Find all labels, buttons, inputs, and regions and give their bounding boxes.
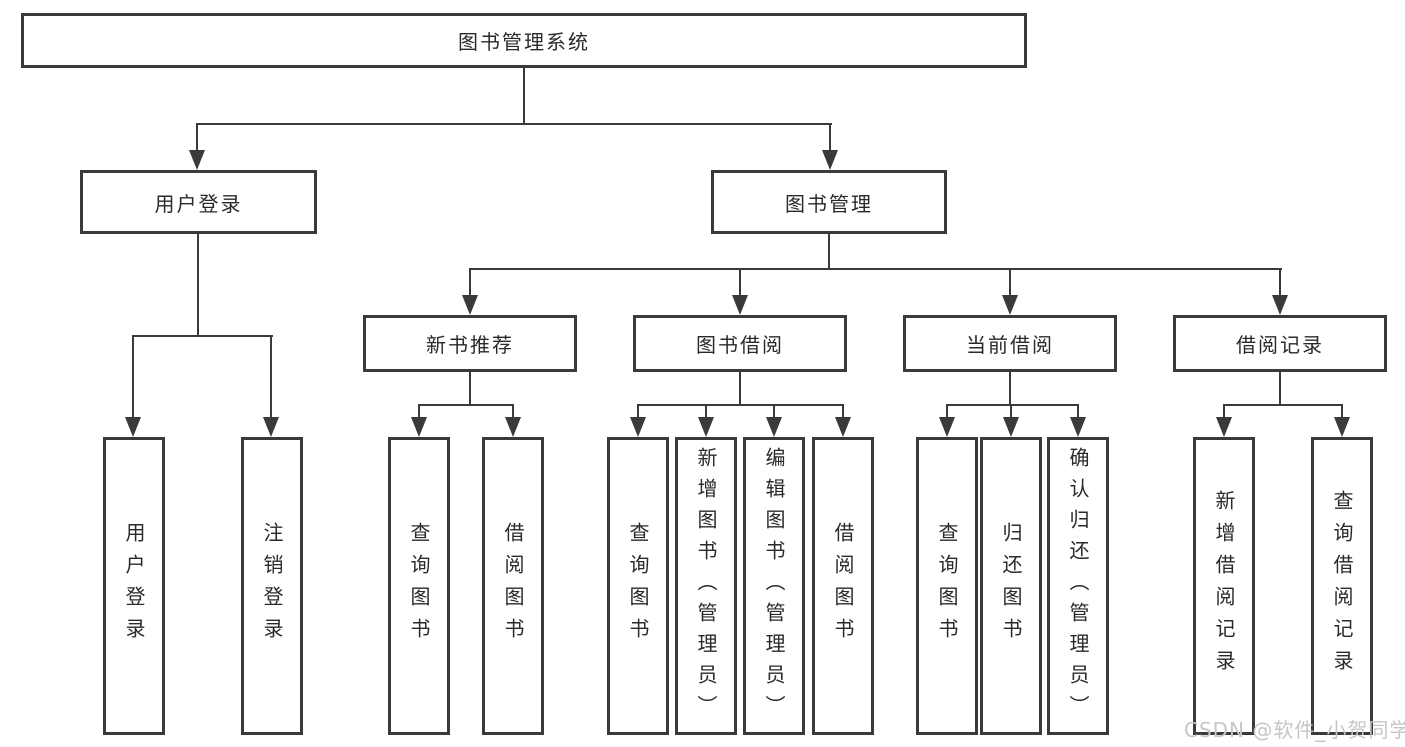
connector-line: [512, 404, 514, 419]
connector-line: [1223, 404, 1343, 406]
arrow-down-icon: [698, 417, 714, 437]
connector-line: [469, 268, 471, 297]
connector-line: [469, 268, 1282, 270]
node-current-borrow: 当前借阅: [903, 315, 1117, 372]
node-borrow-records-label: 借阅记录: [1236, 333, 1324, 357]
leaf-current-query-books-label: 查询图书: [935, 522, 959, 650]
arrow-down-icon: [1272, 295, 1288, 315]
watermark: CSDN @软件_小贺同学: [1184, 718, 1405, 742]
leaf-borrow-query-books: 查询图书: [607, 437, 669, 735]
connector-line: [946, 404, 1079, 406]
leaf-borrow-add-book-admin-label: 新增图书（管理员）: [694, 446, 718, 726]
connector-line: [196, 123, 832, 125]
arrow-down-icon: [822, 150, 838, 170]
leaf-borrow-add-book-admin: 新增图书（管理员）: [675, 437, 737, 735]
node-borrow-records: 借阅记录: [1173, 315, 1387, 372]
arrow-down-icon: [1002, 295, 1018, 315]
node-book-management-label: 图书管理: [785, 191, 873, 216]
connector-line: [637, 404, 639, 419]
node-root: 图书管理系统: [21, 13, 1027, 68]
leaf-current-return-book-label: 归还图书: [999, 522, 1023, 650]
arrow-down-icon: [1216, 417, 1232, 437]
connector-line: [705, 404, 707, 419]
arrow-down-icon: [462, 295, 478, 315]
arrow-down-icon: [1334, 417, 1350, 437]
connector-line: [739, 372, 741, 406]
node-new-book-recommend: 新书推荐: [363, 315, 577, 372]
leaf-user-login-label: 用户登录: [122, 522, 146, 650]
node-current-borrow-label: 当前借阅: [966, 333, 1054, 357]
leaf-borrow-borrow-books: 借阅图书: [812, 437, 874, 735]
leaf-borrow-borrow-books-label: 借阅图书: [831, 522, 855, 650]
leaf-current-return-book: 归还图书: [980, 437, 1042, 735]
node-book-management: 图书管理: [711, 170, 947, 234]
leaf-records-add-record: 新增借阅记录: [1193, 437, 1255, 735]
connector-line: [270, 335, 272, 419]
connector-line: [1010, 404, 1012, 419]
leaf-recommend-borrow-books: 借阅图书: [482, 437, 544, 735]
leaf-current-confirm-return-admin: 确认归还（管理员）: [1047, 437, 1109, 735]
connector-line: [418, 404, 514, 406]
leaf-records-query-record-label: 查询借阅记录: [1330, 490, 1354, 682]
leaf-user-login: 用户登录: [103, 437, 165, 735]
arrow-down-icon: [1003, 417, 1019, 437]
arrow-down-icon: [732, 295, 748, 315]
leaf-logout: 注销登录: [241, 437, 303, 735]
connector-line: [1279, 268, 1281, 297]
leaf-recommend-query-books-label: 查询图书: [407, 522, 431, 650]
leaf-records-add-record-label: 新增借阅记录: [1212, 490, 1236, 682]
leaf-borrow-query-books-label: 查询图书: [626, 522, 650, 650]
arrow-down-icon: [125, 417, 141, 437]
arrow-down-icon: [766, 417, 782, 437]
leaf-current-confirm-return-admin-label: 确认归还（管理员）: [1066, 446, 1090, 726]
leaf-recommend-borrow-books-label: 借阅图书: [501, 522, 525, 650]
connector-line: [196, 123, 198, 152]
arrow-down-icon: [505, 417, 521, 437]
connector-line: [739, 268, 741, 297]
connector-line: [1279, 372, 1281, 406]
connector-line: [828, 234, 830, 270]
connector-line: [637, 404, 844, 406]
connector-line: [1009, 268, 1011, 297]
leaf-current-query-books: 查询图书: [916, 437, 978, 735]
connector-line: [842, 404, 844, 419]
node-new-book-recommend-label: 新书推荐: [426, 333, 514, 357]
arrow-down-icon: [411, 417, 427, 437]
connector-line: [197, 234, 199, 336]
node-book-borrow-label: 图书借阅: [696, 333, 784, 357]
connector-line: [829, 123, 831, 152]
connector-line: [418, 404, 420, 419]
arrow-down-icon: [263, 417, 279, 437]
leaf-records-query-record: 查询借阅记录: [1311, 437, 1373, 735]
node-user-login-label: 用户登录: [154, 191, 243, 216]
node-user-login: 用户登录: [80, 170, 317, 234]
connector-line: [773, 404, 775, 419]
leaf-borrow-edit-book-admin-label: 编辑图书（管理员）: [762, 446, 786, 726]
leaf-logout-label: 注销登录: [260, 522, 284, 650]
connector-line: [1223, 404, 1225, 419]
node-root-label: 图书管理系统: [458, 30, 590, 54]
arrow-down-icon: [835, 417, 851, 437]
connector-line: [469, 372, 471, 406]
arrow-down-icon: [1070, 417, 1086, 437]
leaf-recommend-query-books: 查询图书: [388, 437, 450, 735]
connector-line: [132, 335, 273, 337]
connector-line: [946, 404, 948, 419]
node-book-borrow: 图书借阅: [633, 315, 847, 372]
leaf-borrow-edit-book-admin: 编辑图书（管理员）: [743, 437, 805, 735]
connector-line: [132, 335, 134, 419]
connector-line: [523, 68, 525, 125]
connector-line: [1009, 372, 1011, 406]
arrow-down-icon: [939, 417, 955, 437]
arrow-down-icon: [630, 417, 646, 437]
arrow-down-icon: [189, 150, 205, 170]
connector-line: [1341, 404, 1343, 419]
connector-line: [1077, 404, 1079, 419]
